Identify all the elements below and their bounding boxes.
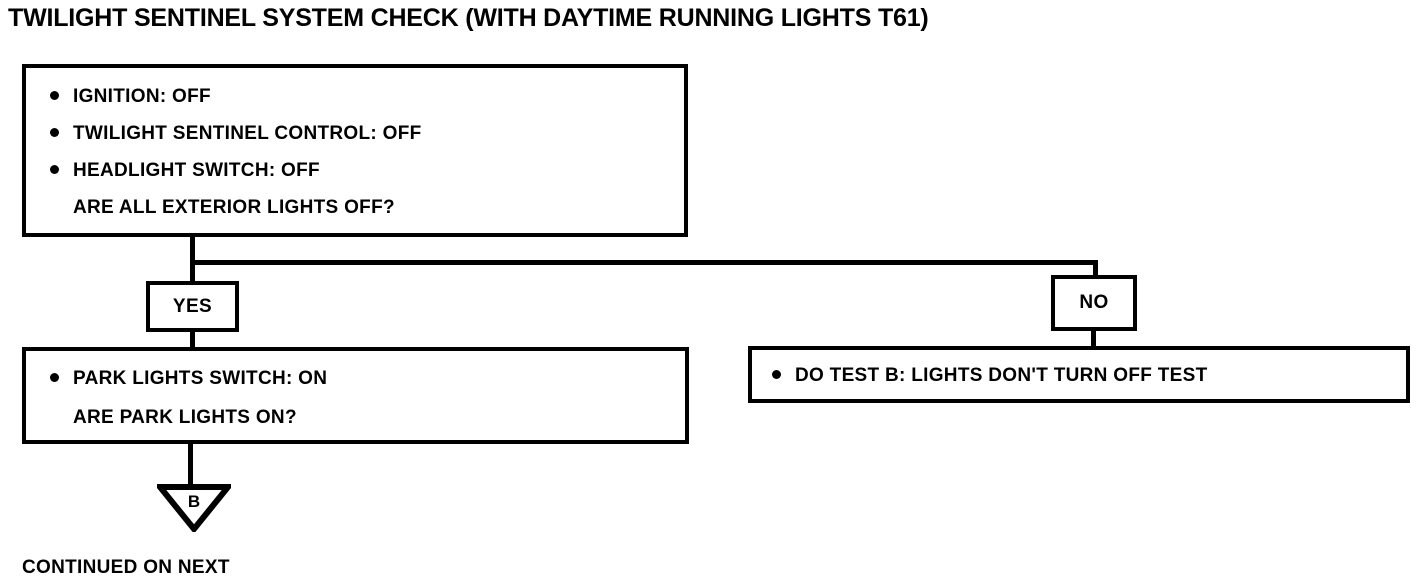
step-box-2 xyxy=(22,347,689,444)
step-box-2-question-text: ARE PARK LIGHTS ON? xyxy=(73,407,297,428)
step-box-1-bullet-2-text: HEADLIGHT SWITCH: OFF xyxy=(73,160,320,181)
step-box-3 xyxy=(748,346,1410,403)
offpage-connector-b: B xyxy=(157,484,231,532)
connector-box1-to-no xyxy=(190,260,1098,265)
page-title: TWILIGHT SENTINEL SYSTEM CHECK (WITH DAY… xyxy=(8,4,929,32)
connector-box2-down xyxy=(188,443,193,488)
step-box-1-bullet-1-text: TWILIGHT SENTINEL CONTROL: OFF xyxy=(73,123,422,144)
step-box-2-question: ARE PARK LIGHTS ON? xyxy=(50,406,297,430)
offpage-connector-label: B xyxy=(187,492,201,511)
connector-box1-down xyxy=(190,236,195,282)
step-box-1-bullet-0-text: IGNITION: OFF xyxy=(73,86,211,107)
bullet-icon xyxy=(50,367,73,391)
step-box-3-bullet-0-text: DO TEST B: LIGHTS DON'T TURN OFF TEST xyxy=(795,365,1208,386)
step-box-1-question: ARE ALL EXTERIOR LIGHTS OFF? xyxy=(50,196,395,220)
step-box-1-bullet-0: IGNITION: OFF xyxy=(50,85,211,109)
decision-yes-label: YES xyxy=(172,295,213,317)
step-box-1-bullet-2: HEADLIGHT SWITCH: OFF xyxy=(50,159,320,183)
step-box-1 xyxy=(22,64,688,237)
step-box-2-bullet-0: PARK LIGHTS SWITCH: ON xyxy=(50,367,327,391)
connector-yes-down xyxy=(190,330,195,350)
decision-yes: YES xyxy=(146,281,239,332)
step-box-2-bullet-0-text: PARK LIGHTS SWITCH: ON xyxy=(73,368,328,389)
bullet-icon xyxy=(50,122,73,146)
step-box-1-question-text: ARE ALL EXTERIOR LIGHTS OFF? xyxy=(73,197,395,218)
connector-no-down xyxy=(1091,329,1096,349)
bullet-icon xyxy=(772,364,795,388)
triangle-down-icon xyxy=(157,484,231,532)
bullet-icon xyxy=(50,159,73,183)
step-box-3-bullet-0: DO TEST B: LIGHTS DON'T TURN OFF TEST xyxy=(772,364,1207,388)
decision-no-label: NO xyxy=(1079,292,1109,313)
footer-continued-text: CONTINUED ON NEXT xyxy=(22,557,230,578)
step-box-1-bullet-1: TWILIGHT SENTINEL CONTROL: OFF xyxy=(50,122,422,146)
bullet-icon xyxy=(50,85,73,109)
connector-down-to-no xyxy=(1093,260,1098,278)
decision-no: NO xyxy=(1051,275,1137,331)
